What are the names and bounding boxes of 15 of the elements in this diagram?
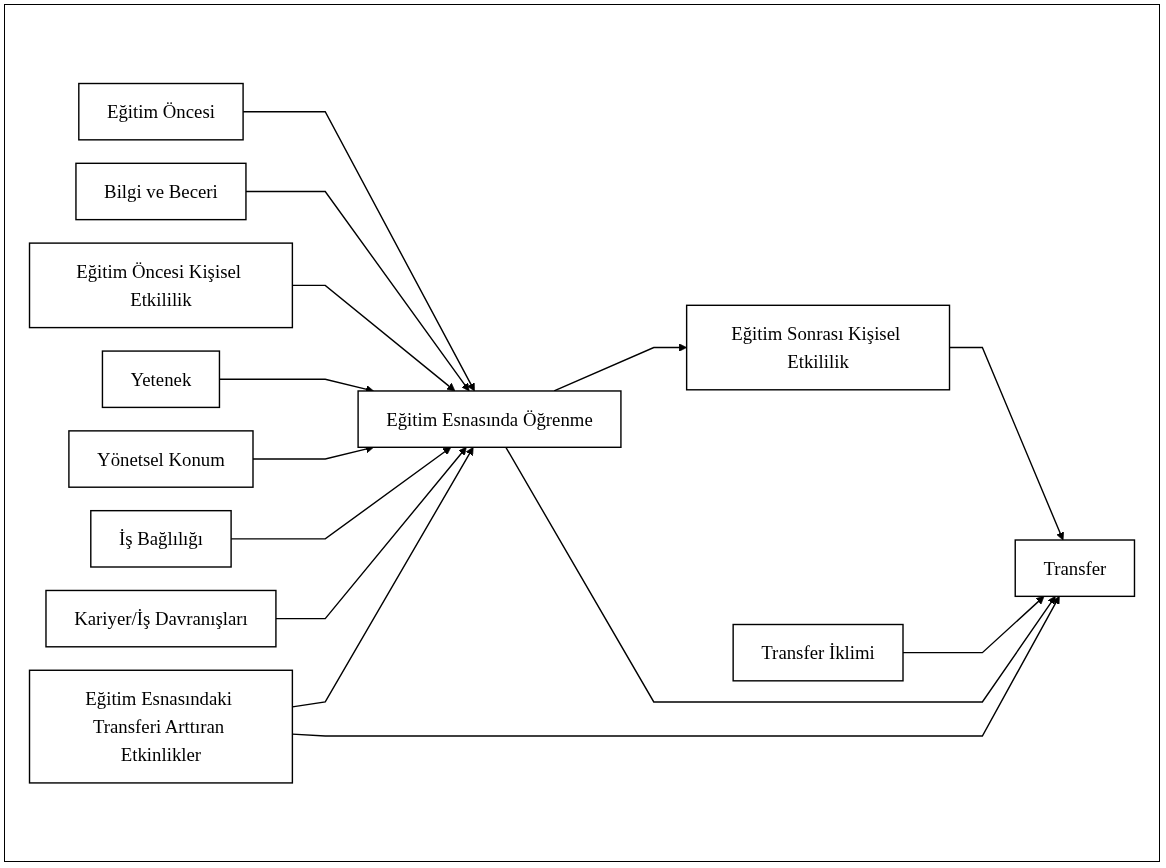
node-box: Eğitim Esnasında Öğrenme — [357, 390, 622, 448]
node-box: Eğitim Sonrası Kişisel Etkililik — [685, 304, 951, 391]
arrow — [245, 190, 470, 392]
arrow — [505, 446, 1056, 703]
node-box: Transfer İklimi — [732, 623, 904, 682]
node-box: Eğitim Öncesi Kişisel Etkililik — [28, 242, 294, 329]
node-box: Kariyer/İş Davranışları — [45, 589, 277, 648]
arrow — [275, 446, 467, 620]
node-box: Eğitim Esnasındaki Transferi Arttıran Etkinlikler — [28, 669, 294, 784]
node-box: Eğitim Öncesi — [78, 82, 244, 141]
node-box: Yetenek — [101, 350, 221, 408]
node-box: Yönetsel Konum — [68, 429, 254, 488]
node-box: İş Bağlılığı — [90, 509, 232, 568]
node-box: Bilgi ve Beceri — [75, 162, 247, 221]
node-box: Transfer — [1014, 539, 1136, 597]
